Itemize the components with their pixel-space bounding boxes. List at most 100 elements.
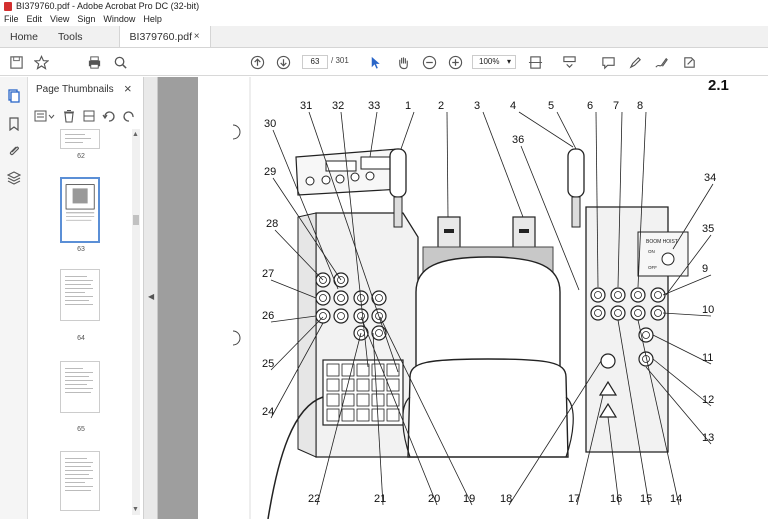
callout-number: 10	[702, 304, 714, 316]
menu-help[interactable]: Help	[143, 14, 162, 24]
comment-icon[interactable]	[599, 53, 617, 71]
page-total: / 301	[331, 56, 349, 65]
rotate-left-icon[interactable]	[102, 109, 116, 123]
callout-number: 3	[474, 100, 480, 112]
page-number-input[interactable]: 63	[302, 55, 328, 69]
control-knob	[353, 308, 369, 324]
bookmarks-icon[interactable]	[7, 117, 21, 132]
panel-toolbar	[34, 107, 138, 125]
callout-leader-line	[482, 111, 524, 218]
zoom-in-icon[interactable]	[446, 53, 464, 71]
callout-number: 5	[548, 100, 554, 112]
callout-number: 33	[368, 100, 380, 112]
attachments-icon[interactable]	[7, 144, 21, 158]
bookmark-star-icon[interactable]	[32, 53, 50, 71]
zoom-search-icon[interactable]	[111, 53, 129, 71]
keypad-key	[326, 393, 340, 407]
scroll-mode-icon[interactable]	[560, 53, 578, 71]
rotate-right-icon[interactable]	[122, 109, 136, 123]
keypad-key	[341, 408, 355, 422]
print-icon[interactable]	[85, 53, 103, 71]
switch-off-label: OFF	[648, 265, 657, 270]
control-knob	[315, 308, 331, 324]
callout-number: 31	[300, 100, 312, 112]
chevron-down-icon: ▾	[506, 57, 511, 66]
highlight-pen-icon[interactable]	[626, 53, 644, 71]
menu-view[interactable]: View	[50, 14, 70, 24]
control-knob	[590, 287, 606, 303]
keypad-key	[356, 363, 370, 377]
menu-window[interactable]: Window	[103, 14, 136, 24]
page-thumbnail[interactable]	[60, 269, 100, 321]
callout-number: 21	[374, 493, 386, 505]
close-icon[interactable]: ×	[124, 81, 132, 96]
control-knob-center	[337, 276, 345, 284]
thumbnail-label: 62	[77, 153, 85, 160]
page-thumbnail[interactable]	[60, 361, 100, 413]
callout-number: 26	[262, 310, 274, 322]
previous-page-icon[interactable]	[248, 53, 266, 71]
callout-number: 12	[702, 394, 714, 406]
tab-home[interactable]: Home	[10, 30, 39, 43]
tab-tools[interactable]: Tools	[58, 30, 83, 43]
callout-number: 32	[332, 100, 344, 112]
right-knob-group	[590, 287, 666, 367]
fill-sign-icon[interactable]	[680, 53, 698, 71]
keypad-grid	[326, 363, 400, 422]
collapse-panel-icon[interactable]: ◀	[148, 292, 155, 301]
control-knob	[590, 305, 606, 321]
layers-icon[interactable]	[6, 171, 22, 185]
callout-number: 7	[613, 100, 619, 112]
document-canvas[interactable]: 2.1	[158, 77, 768, 519]
keypad-key	[356, 393, 370, 407]
zoom-select[interactable]: 100%▾	[472, 55, 516, 69]
next-page-icon[interactable]	[274, 53, 292, 71]
callout-leader-line	[556, 111, 577, 150]
control-knob	[371, 290, 387, 306]
menu-edit[interactable]: Edit	[26, 14, 43, 24]
callout-number: 19	[463, 493, 475, 505]
menu-sign[interactable]: Sign	[77, 14, 96, 24]
control-knob-center	[594, 309, 602, 317]
main-toolbar	[0, 48, 768, 76]
sign-icon[interactable]	[652, 53, 670, 71]
control-knob-center	[337, 312, 345, 320]
tab-close-icon[interactable]: ×	[193, 31, 200, 42]
menu-file[interactable]: File	[4, 14, 19, 24]
chevron-down-icon[interactable]: ▼	[132, 506, 139, 513]
delete-page-icon[interactable]	[62, 109, 76, 123]
control-knob	[650, 287, 666, 303]
extract-page-icon[interactable]	[82, 109, 96, 123]
fit-page-icon[interactable]	[526, 53, 544, 71]
acrobat-app-icon	[4, 1, 12, 11]
control-knob-center	[634, 291, 642, 299]
callout-leader-line	[274, 229, 324, 281]
tab-bar: Home Tools BI379760.pdf ×	[0, 26, 768, 48]
select-cursor-icon[interactable]	[366, 53, 384, 71]
page-thumbnail-selected[interactable]	[60, 177, 100, 243]
control-knob	[610, 287, 626, 303]
control-knob-center	[337, 294, 345, 302]
zoom-out-icon[interactable]	[420, 53, 438, 71]
section-number: 2.1	[708, 77, 729, 94]
boom-hoist-label: BOOM HOIST	[646, 239, 678, 245]
callout-leader-line	[576, 394, 604, 506]
callout-leader-line	[595, 111, 599, 288]
page-thumbnail[interactable]	[60, 451, 100, 511]
callout-number: 11	[702, 352, 713, 364]
hand-tool-icon[interactable]	[394, 53, 412, 71]
callout-number: 18	[500, 493, 512, 505]
callout-leader-line	[637, 111, 647, 288]
chevron-up-icon[interactable]: ▲	[132, 131, 139, 138]
callout-number: 34	[704, 172, 716, 184]
keypad-key	[326, 363, 340, 377]
thumbnail-scrollbar[interactable]: ▲ ▼	[132, 129, 140, 515]
page-thumbnails-icon[interactable]	[7, 89, 21, 103]
panel-splitter[interactable]: ◀	[144, 77, 158, 519]
save-icon[interactable]	[7, 53, 25, 71]
page-thumbnail[interactable]	[60, 129, 100, 149]
thumbnail-options-icon[interactable]	[34, 109, 56, 123]
control-knob-center	[614, 291, 622, 299]
tab-document[interactable]: BI379760.pdf ×	[118, 26, 211, 47]
scrollbar-thumb[interactable]	[133, 215, 139, 225]
